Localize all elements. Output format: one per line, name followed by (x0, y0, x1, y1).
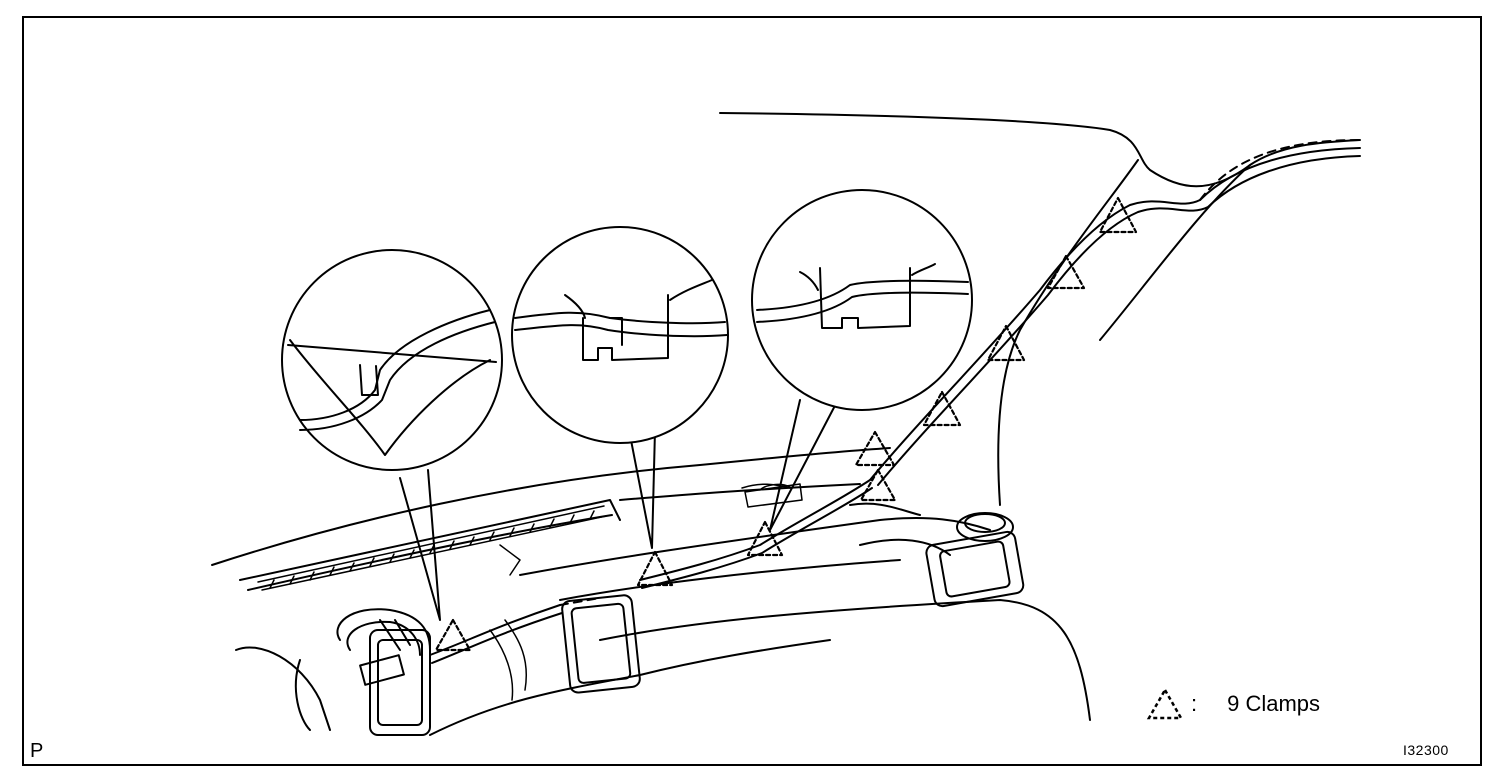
dashboard-outline (211, 447, 1091, 736)
connector-cluster (336, 608, 431, 686)
diagram-frame (22, 16, 1482, 766)
misc-details (489, 483, 791, 701)
legend-label: 9 Clamps (1227, 691, 1321, 716)
clamp-marker-7 (986, 324, 1026, 362)
detail-callout-1 (281, 249, 503, 621)
detail-callout-2 (511, 226, 729, 549)
clamp-marker-4 (859, 468, 897, 502)
clamp-marker-9 (1098, 196, 1138, 234)
clamp-marker-3 (746, 520, 784, 557)
legend: : 9 Clamps (1145, 686, 1320, 722)
clamp-marker-1 (434, 618, 472, 652)
clamp-marker-8 (1046, 254, 1086, 290)
figure-id: I32300 (1403, 742, 1449, 758)
clamp-marker-5 (854, 430, 896, 467)
clamp-marker-6 (922, 390, 962, 427)
clamp-marker-2 (636, 550, 674, 587)
legend-separator: : (1191, 691, 1198, 716)
clamp-markers (434, 196, 1138, 652)
page-letter: P (30, 740, 44, 762)
dashed-triangle-icon (1146, 687, 1184, 720)
detail-callout-3 (751, 189, 973, 531)
body-outline (719, 112, 1361, 506)
